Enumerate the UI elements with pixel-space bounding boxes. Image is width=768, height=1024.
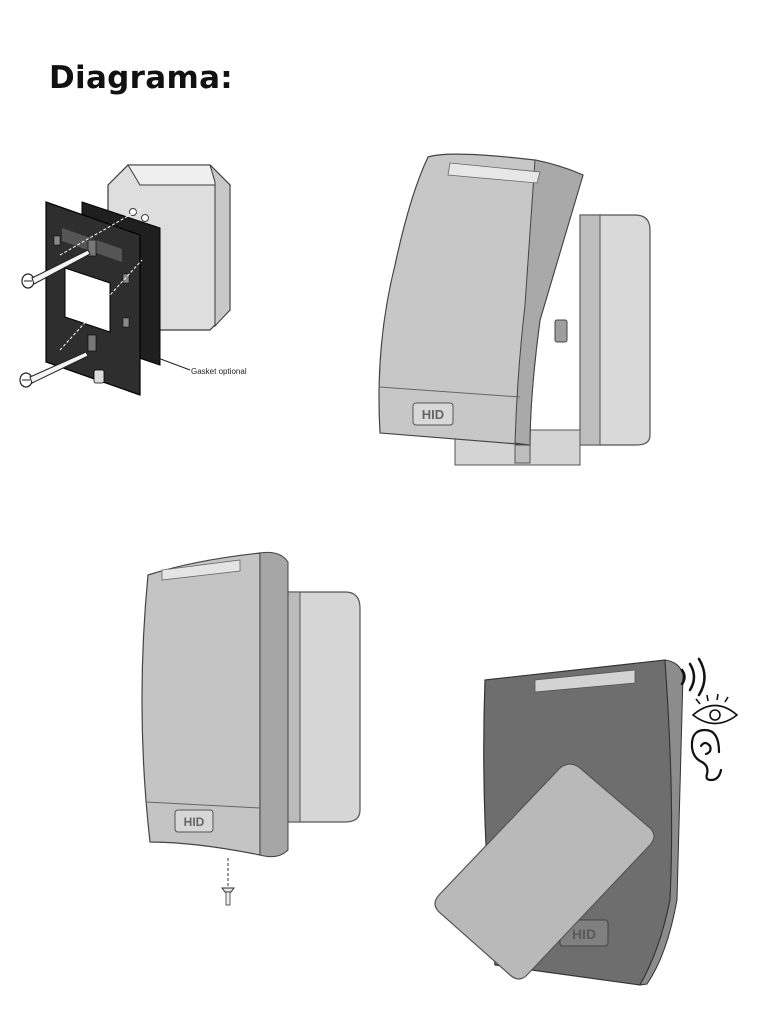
screw-icon [19,351,89,388]
page-title: Diagrama: [49,60,233,96]
step-4-card-presentation-view: HID [425,650,768,990]
eye-icon [691,693,739,725]
svg-text:HID: HID [184,815,205,829]
svg-text:HID: HID [572,926,596,942]
svg-text:HID: HID [422,407,444,422]
gasket-optional-label: Gasket optional [191,367,247,376]
step-2-reader-hook-on-view: HID [355,145,655,475]
mount-box [554,214,651,446]
hid-logo: HID [174,809,214,833]
step-1-exploded-mounting-view [10,150,285,420]
access-card-icon [434,763,655,980]
mounting-plate [45,201,141,396]
sound-waves-icon [680,657,706,697]
card-reader-body: HID [141,551,289,858]
card-reader-body: HID [378,153,584,446]
hid-logo: HID [412,402,454,426]
mount-box [279,591,361,823]
screw-icon [21,249,91,289]
screw-icon [221,887,235,906]
ear-icon [690,728,723,782]
step-3-reader-secured-view: HID [120,540,380,910]
